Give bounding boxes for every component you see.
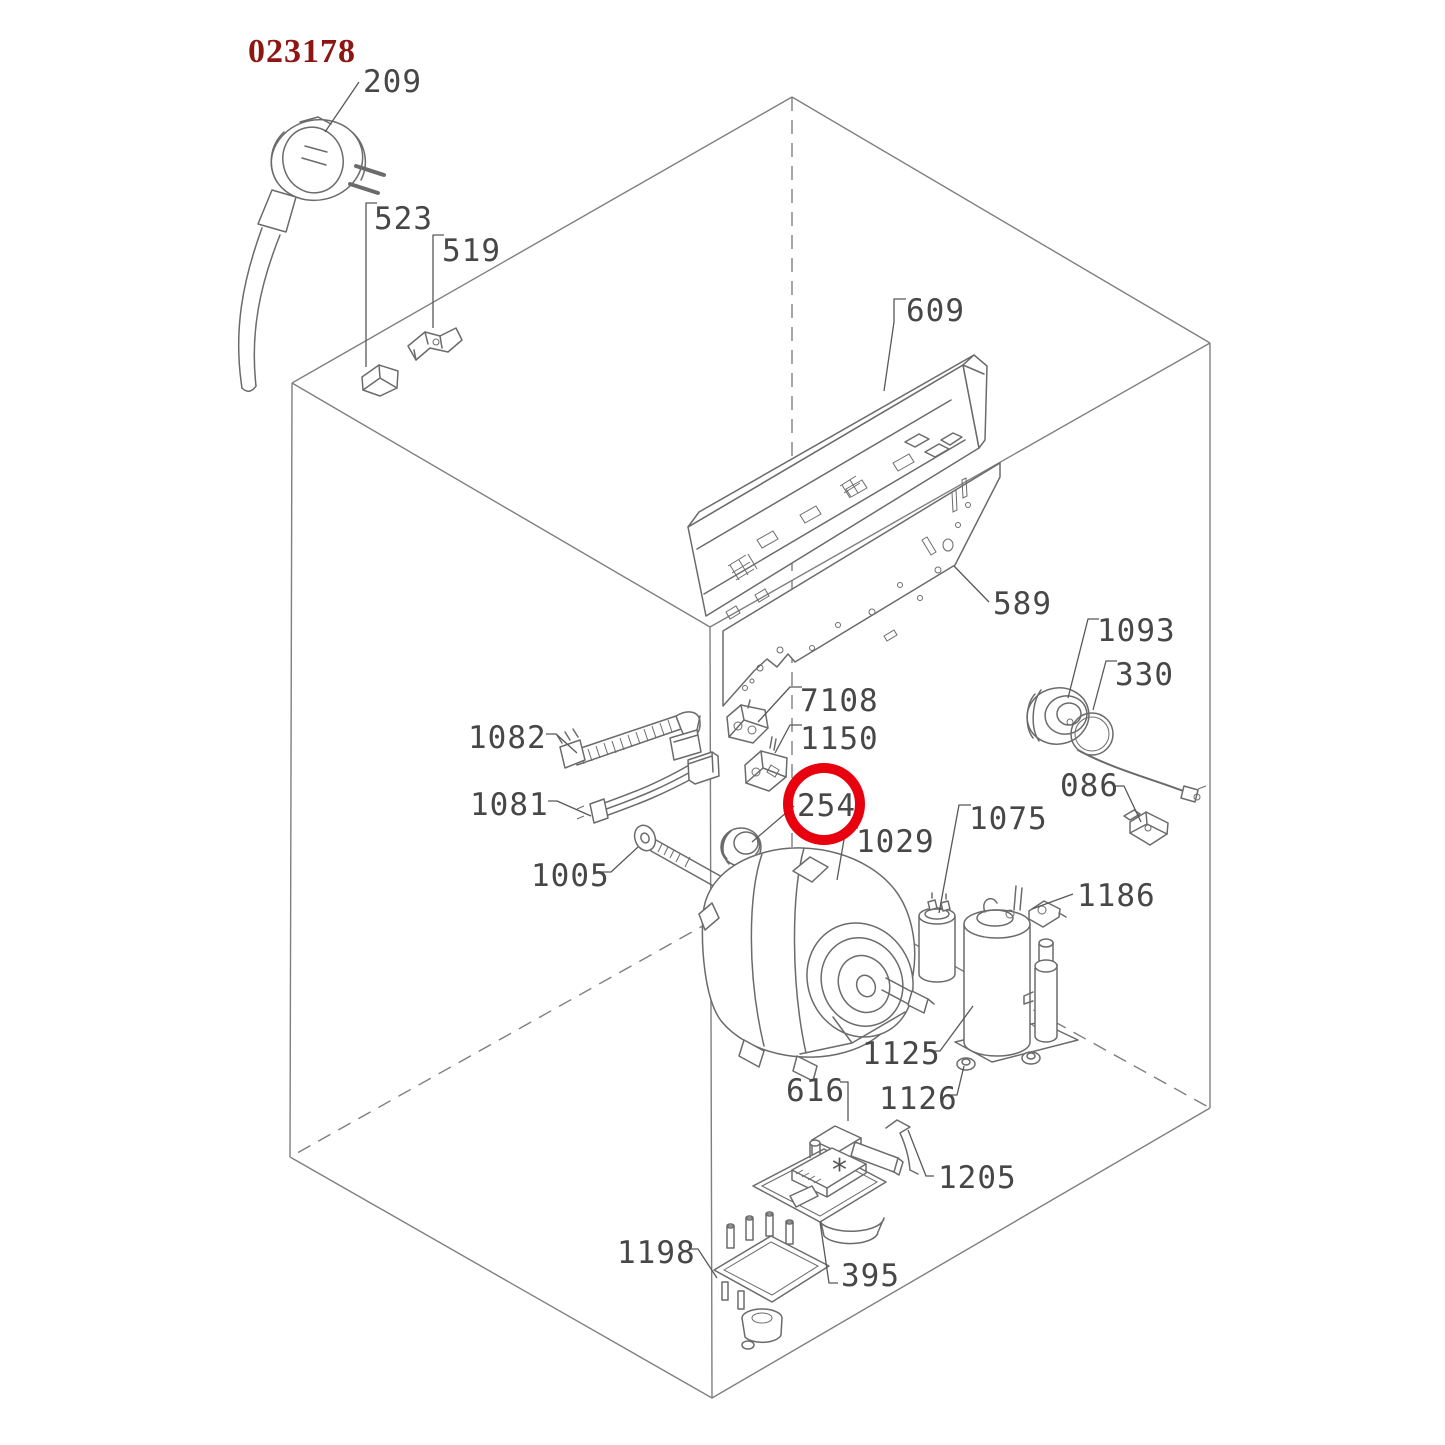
- panel-hatch-areas: [727, 475, 861, 581]
- leader-line-1125: [932, 1005, 974, 1052]
- part-label-1029: 1029: [856, 824, 935, 860]
- leader-line-519: [432, 234, 444, 328]
- part-1186-bracket: [1028, 900, 1067, 928]
- part-label-1150: 1150: [800, 721, 879, 757]
- part-label-523: 523: [374, 201, 433, 237]
- leader-line-616: [840, 1081, 849, 1121]
- part-label-086: 086: [1060, 768, 1119, 804]
- leader-line-523: [365, 202, 377, 367]
- part-label-1186: 1186: [1077, 878, 1156, 914]
- leader-line-1150: [774, 724, 802, 754]
- leader-line-1198: [689, 1248, 718, 1279]
- part-label-1093: 1093: [1097, 613, 1176, 649]
- part-1093-knob: [1026, 687, 1090, 745]
- cabinet-outline: [289, 96, 1211, 1399]
- part-label-1198: 1198: [617, 1235, 696, 1271]
- part-label-1125: 1125: [862, 1036, 941, 1072]
- leader-line-1186: [1031, 893, 1074, 910]
- part-1029-motor: [698, 847, 935, 1082]
- leader-line-1082: [546, 733, 578, 754]
- part-label-616: 616: [786, 1073, 845, 1109]
- annotation-layer: [783, 763, 865, 845]
- leader-line-7108: [757, 686, 802, 723]
- leader-line-1075: [938, 804, 971, 914]
- part-209-power-plug: [237, 116, 386, 392]
- part-label-254: 254: [797, 788, 856, 824]
- part-label-1081: 1081: [470, 787, 549, 823]
- leader-line-1093: [1067, 618, 1099, 699]
- part-label-395: 395: [841, 1258, 900, 1294]
- pump-marking-star: *: [832, 1153, 847, 1188]
- plate-holes: [742, 477, 971, 691]
- part-label-330: 330: [1115, 657, 1174, 693]
- part-1082-ribbon-harness: [556, 711, 702, 769]
- part-519-clamp: [407, 327, 463, 361]
- leader-line-209: [324, 81, 360, 133]
- part-395-pump: [752, 1139, 887, 1245]
- part-label-609: 609: [906, 293, 965, 329]
- part-label-1005: 1005: [531, 858, 610, 894]
- part-label-519: 519: [442, 233, 501, 269]
- leader-line-1126: [949, 1065, 965, 1096]
- part-7108-switch: [726, 699, 769, 744]
- part-1150-switch: [744, 736, 788, 792]
- leader-line-589: [953, 565, 990, 603]
- document-number: 023178: [248, 33, 356, 70]
- part-1205-wire: [885, 1119, 919, 1175]
- part-label-209: 209: [363, 64, 422, 100]
- leader-line-086: [1114, 785, 1142, 823]
- part-1075-capacitor: [918, 892, 956, 983]
- leader-line-609: [883, 298, 906, 392]
- part-label-1126: 1126: [879, 1081, 958, 1117]
- part-1126-grommets: [956, 1051, 1041, 1071]
- part-label-7108: 7108: [800, 683, 879, 719]
- highlight-circle-part-254: [783, 763, 865, 845]
- leader-line-395: [819, 1221, 838, 1284]
- part-1198-bracket: [713, 1211, 830, 1350]
- leader-line-1081: [548, 800, 592, 817]
- leader-line-1205: [907, 1129, 934, 1177]
- leader-line-1005: [601, 846, 639, 873]
- part-589-back-plate: [722, 462, 1001, 707]
- cabinet-solid-edges: [289, 96, 1211, 1399]
- part-label-1205: 1205: [938, 1160, 1017, 1196]
- part-523-clamp: [361, 364, 399, 397]
- part-label-589: 589: [993, 586, 1052, 622]
- part-label-1082: 1082: [468, 720, 547, 756]
- part-label-1075: 1075: [969, 801, 1048, 837]
- part-1081-wire-harness: [576, 751, 720, 824]
- part-1125-compressor: [954, 885, 1079, 1063]
- leader-line-330: [1092, 660, 1117, 711]
- part-330-oring-cable: [1070, 712, 1207, 803]
- part-086-clip: [1123, 809, 1169, 846]
- bracket-pins: [726, 1211, 794, 1249]
- part-609-panel-bracket: [687, 354, 988, 620]
